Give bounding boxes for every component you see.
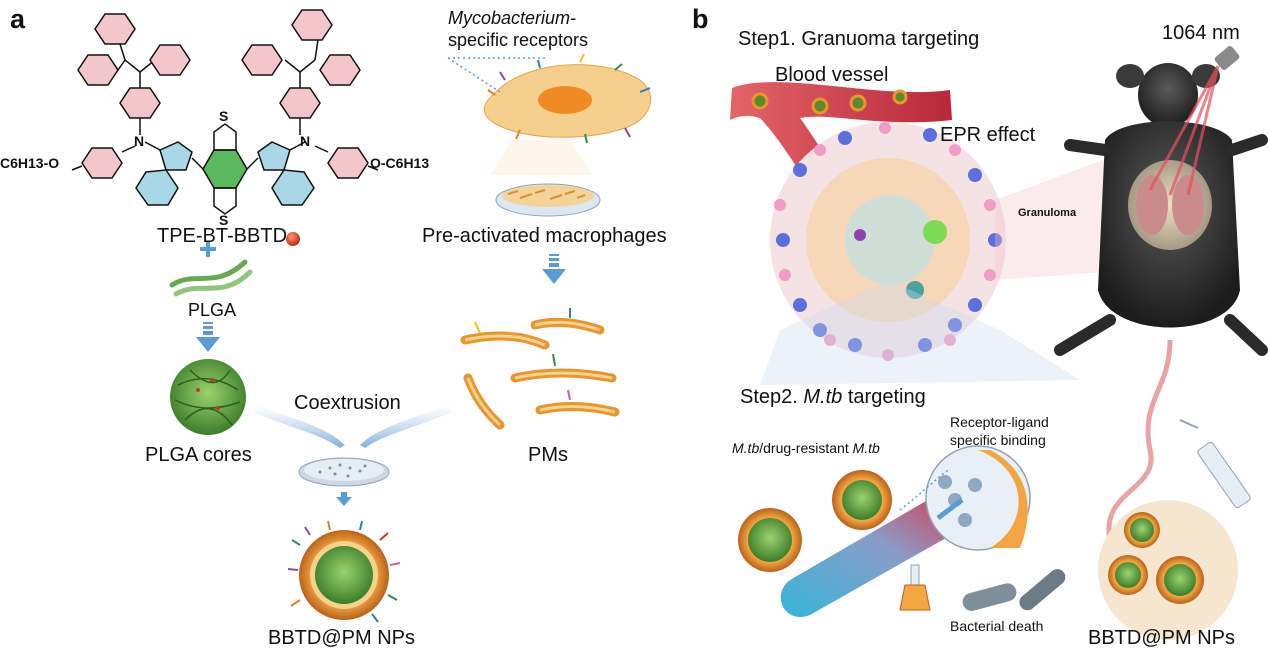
benzo-left	[135, 169, 179, 206]
plasma-membranes-icon	[460, 308, 620, 430]
phenyl-left-3	[149, 44, 191, 76]
thiadiazole-top	[213, 123, 237, 151]
macrophages-label: Pre-activated macrophages	[422, 225, 667, 247]
funnel-left-icon	[255, 405, 345, 448]
step2-prefix: Step2.	[740, 386, 804, 408]
zoom-cone	[995, 150, 1130, 280]
nanoparticle-bubble-icon	[1098, 500, 1238, 640]
bbtd-pm-nanoparticle-icon	[287, 520, 401, 623]
petri-dish-icon	[490, 140, 601, 217]
phenyl-left-4	[94, 13, 136, 45]
blood-vessel-label: Blood vessel	[775, 64, 889, 86]
phenyl-right-2	[241, 44, 283, 76]
tpe-bt-bbtd-structure	[71, 9, 379, 215]
bacterial-death-label: Bacterial death	[950, 618, 1044, 634]
plga-label: PLGA	[188, 300, 237, 320]
sulfur-bottom: S	[219, 212, 229, 228]
receptor-ligand-line1: Receptor-ligand	[950, 414, 1049, 430]
product-label-a: BBTD@PM NPs	[268, 627, 415, 649]
thiophene-left	[159, 141, 193, 171]
thiophene-right	[257, 141, 291, 171]
bacterium-rod-icon	[780, 488, 975, 617]
dead-bacteria-icon	[962, 569, 1066, 611]
methoxyphenyl-right	[327, 147, 369, 179]
mtb-label: M.tb/drug-resistant M.tb	[732, 440, 880, 456]
arrow-down-icon	[196, 322, 220, 352]
mtb-label-a: M.tb	[732, 440, 760, 456]
panel-a-letter: a	[10, 4, 26, 34]
benzo-right	[271, 169, 315, 206]
step2-italic: M.tb	[803, 386, 843, 408]
product-label-b: BBTD@PM NPs	[1088, 627, 1235, 649]
drug-flask-icon	[899, 564, 931, 611]
arrow-down-icon-3	[336, 492, 352, 506]
pms-label: PMs	[528, 444, 568, 466]
substituent-right: O-C6H13	[370, 155, 430, 171]
phenyl-right-3	[319, 54, 361, 86]
sulfur-top: S	[219, 108, 229, 124]
receptor-pointer-line	[447, 57, 545, 93]
phenyl-left-2	[77, 54, 119, 86]
mouse-icon	[1054, 63, 1268, 541]
amine-n-left: N	[134, 133, 145, 149]
bbtd-core-ring	[202, 149, 248, 189]
mtb-label-c: M.tb	[852, 440, 880, 456]
phenyl-right-1	[279, 87, 321, 119]
laser-wavelength-label: 1064 nm	[1162, 22, 1240, 44]
arrow-down-icon-2	[542, 254, 566, 284]
step2-suffix: targeting	[842, 386, 926, 408]
plus-icon	[200, 241, 216, 257]
granuloma-icon	[770, 122, 1006, 361]
step1-label: Step1. Granuoma targeting	[738, 28, 980, 50]
epr-effect-label: EPR effect	[940, 124, 1036, 146]
targeting-nanoparticle-icon	[738, 470, 892, 572]
panel-b-letter: b	[692, 4, 709, 34]
phenyl-left-1	[119, 87, 161, 119]
amine-n-right: N	[300, 133, 311, 149]
red-dot-icon	[286, 232, 300, 246]
substituent-left: C6H13-O	[0, 155, 60, 171]
plga-strands-icon	[169, 259, 253, 297]
step2-label: Step2. M.tb targeting	[740, 386, 926, 409]
laser-beam-icon	[1148, 46, 1240, 196]
macrophage-cell-icon	[483, 53, 652, 144]
zoom-cone-bottom	[760, 280, 1080, 385]
funnel-right-icon	[360, 405, 450, 448]
thiadiazole-bottom	[213, 187, 237, 215]
mtb-label-b: /drug-resistant	[759, 440, 853, 456]
plga-core-icon	[170, 359, 246, 435]
compound-label: TPE-BT-BBTD	[157, 225, 288, 247]
coextrusion-label: Coextrusion	[294, 392, 401, 414]
receptor-binding-zoom-icon	[899, 445, 1031, 551]
receptor-ligand-line2: specific binding	[950, 432, 1046, 448]
phenyl-right-4	[291, 9, 333, 41]
methoxyphenyl-left	[81, 147, 123, 179]
syringe-icon	[1179, 419, 1251, 509]
receptor-label-line1: Mycobacterium-	[448, 8, 577, 28]
receptor-label-line2: specific receptors	[448, 30, 589, 50]
plga-cores-label: PLGA cores	[145, 444, 252, 466]
granuloma-label: Granuloma	[1018, 207, 1077, 219]
extrusion-membrane-icon	[298, 457, 390, 487]
